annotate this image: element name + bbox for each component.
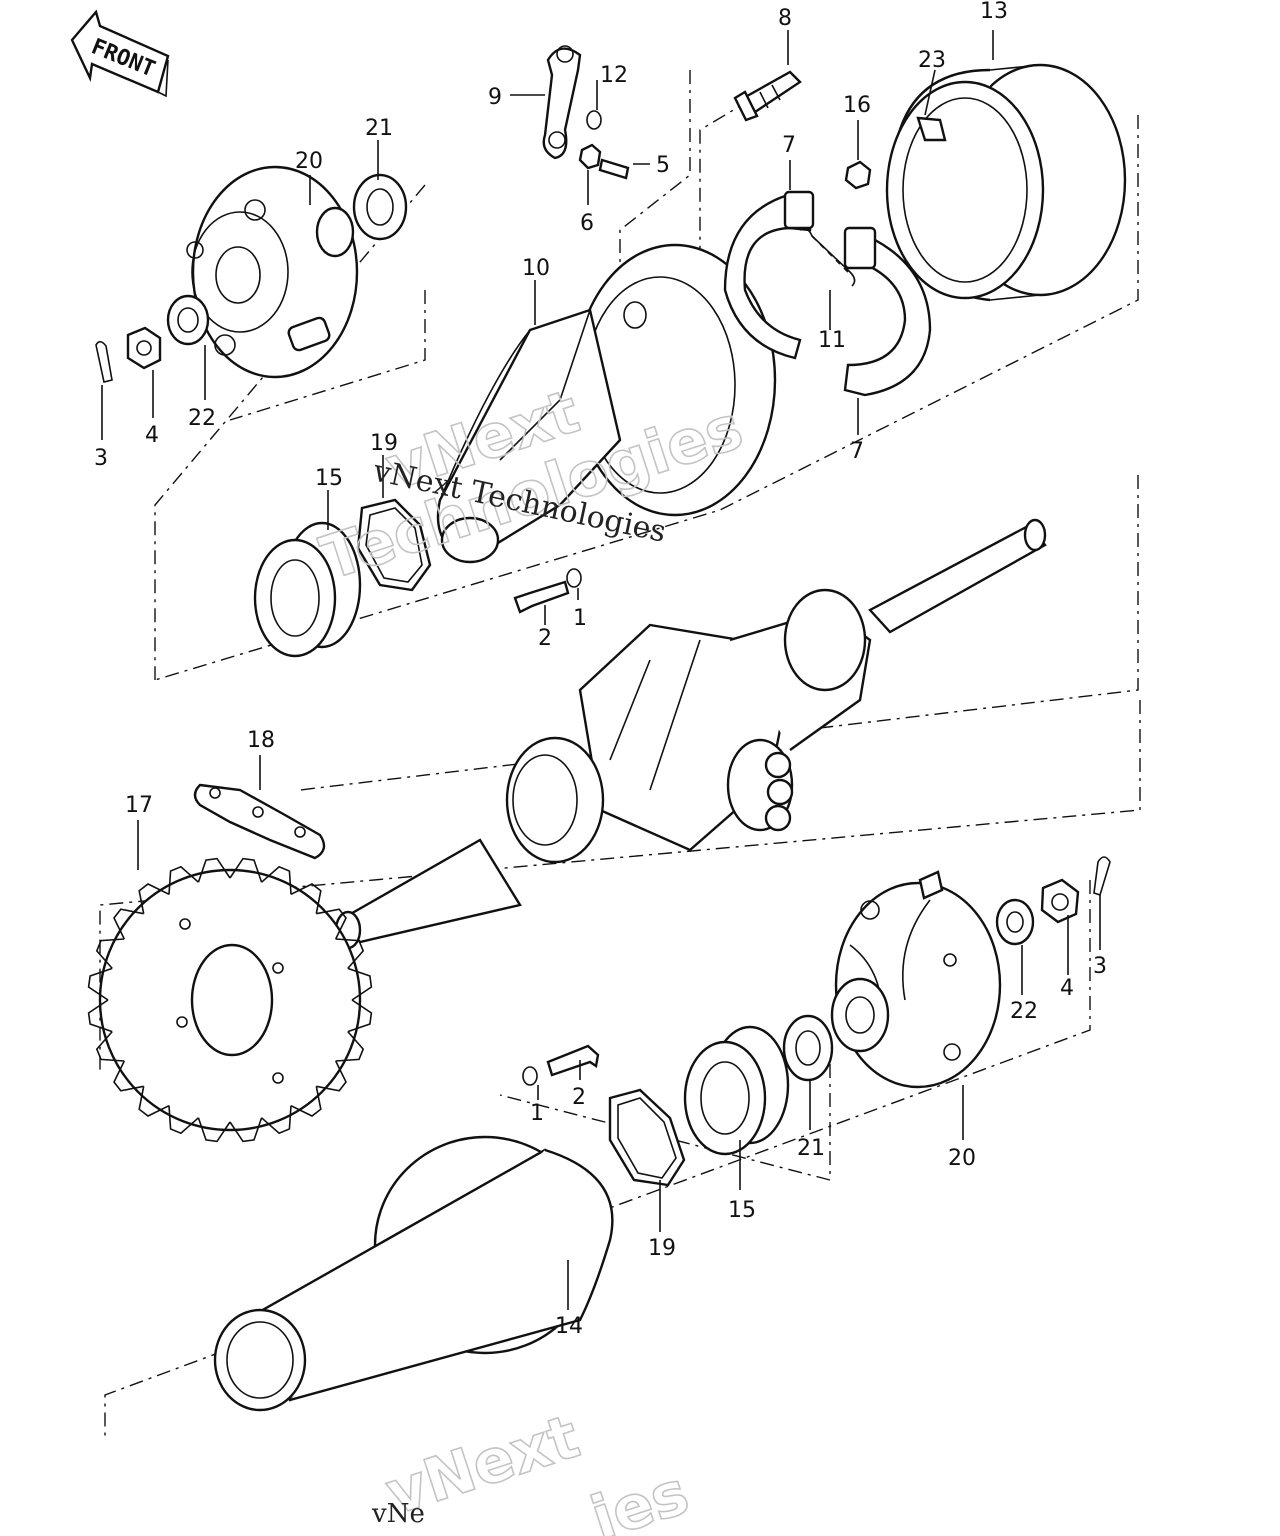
- washer-1-top: [566, 568, 582, 588]
- bolt-2-top: [513, 580, 570, 614]
- callout-1-top: 1: [573, 606, 587, 631]
- callout-13: 13: [980, 0, 1008, 24]
- callout-11: 11: [818, 328, 846, 353]
- callout-7-bottom: 7: [850, 439, 864, 464]
- oring-12: [586, 110, 602, 130]
- callout-20-top: 20: [295, 149, 323, 174]
- callout-8: 8: [778, 6, 792, 31]
- brake-camshaft-8: [733, 70, 802, 122]
- callout-6: 6: [580, 211, 594, 236]
- front-arrow-badge: FRONT: [70, 9, 170, 98]
- callout-12: 12: [600, 63, 628, 88]
- callout-21-bottom: 21: [797, 1136, 825, 1161]
- brake-panel-housing: [436, 243, 777, 564]
- bearing-15-bottom: [683, 1025, 790, 1156]
- right-wheel-hub: [830, 870, 1002, 1089]
- callout-labels: 8 13 12 9 23 16 5 6 7 21 20 10 11 7 3 4 …: [94, 0, 1107, 1339]
- callout-10: 10: [522, 256, 550, 281]
- watermark-bottom-partial-a: vNe: [371, 1499, 425, 1529]
- callout-22-right: 22: [1010, 999, 1038, 1024]
- plate-23: [916, 116, 947, 142]
- chain-master-link: [193, 783, 326, 860]
- callout-15-bottom: 15: [728, 1198, 756, 1223]
- brake-drum: [885, 63, 1127, 302]
- bolt-5: [598, 158, 630, 180]
- callout-19-top: 19: [370, 431, 398, 456]
- nut-16: [844, 160, 872, 190]
- leader-lines: [101, 30, 1101, 1310]
- bolt-2-bottom: [546, 1044, 600, 1077]
- washer-1-bottom: [522, 1066, 538, 1086]
- callout-9: 9: [488, 85, 502, 110]
- callout-15-top: 15: [315, 466, 343, 491]
- gasket-19-bottom: [608, 1088, 686, 1187]
- washer-22-left: [166, 294, 210, 346]
- nut-6: [578, 143, 602, 170]
- brake-shoe-lower: [843, 226, 932, 397]
- rear-sprocket: [87, 857, 373, 1143]
- callout-16: 16: [843, 93, 871, 118]
- bearing-15-top: [253, 521, 362, 658]
- callout-2-bottom: 2: [572, 1085, 586, 1110]
- nut-4-right: [1040, 878, 1080, 924]
- callout-1-bottom: 1: [530, 1101, 544, 1126]
- callout-7-top: 7: [782, 133, 796, 158]
- washer-21-top: [352, 173, 408, 241]
- callout-4-left: 4: [145, 423, 159, 448]
- washer-21-bottom: [782, 1014, 834, 1082]
- brake-shoe-upper: [723, 190, 815, 360]
- callout-3-right: 3: [1093, 954, 1107, 979]
- washer-22-right: [995, 898, 1035, 946]
- callout-3-left: 3: [94, 446, 108, 471]
- callout-20-bottom: 20: [948, 1146, 976, 1171]
- castle-nut-4-left: [126, 326, 162, 370]
- callout-17: 17: [125, 793, 153, 818]
- callout-21-top: 21: [365, 116, 393, 141]
- callout-14: 14: [555, 1314, 583, 1339]
- gasket-19-top: [356, 498, 432, 592]
- callout-5: 5: [656, 153, 670, 178]
- callout-18: 18: [247, 728, 275, 753]
- rear-axle-shaft: [334, 518, 1047, 950]
- brake-spring-11: [799, 228, 856, 287]
- cotter-pin-3-left: [95, 340, 113, 383]
- callout-4-right: 4: [1060, 976, 1074, 1001]
- differential-housing: [505, 588, 872, 864]
- callout-22-left: 22: [188, 406, 216, 431]
- left-wheel-hub: [186, 165, 359, 379]
- brake-arm: [542, 45, 582, 160]
- callout-19-bottom: 19: [648, 1236, 676, 1261]
- cotter-pin-3-right: [1093, 856, 1111, 897]
- callout-2-top: 2: [538, 626, 552, 651]
- watermark-bottom-partial-b: ies: [583, 1458, 697, 1536]
- sprocket-teeth: [87, 857, 373, 1143]
- axle-tube: [213, 1135, 614, 1412]
- callout-23: 23: [918, 48, 946, 73]
